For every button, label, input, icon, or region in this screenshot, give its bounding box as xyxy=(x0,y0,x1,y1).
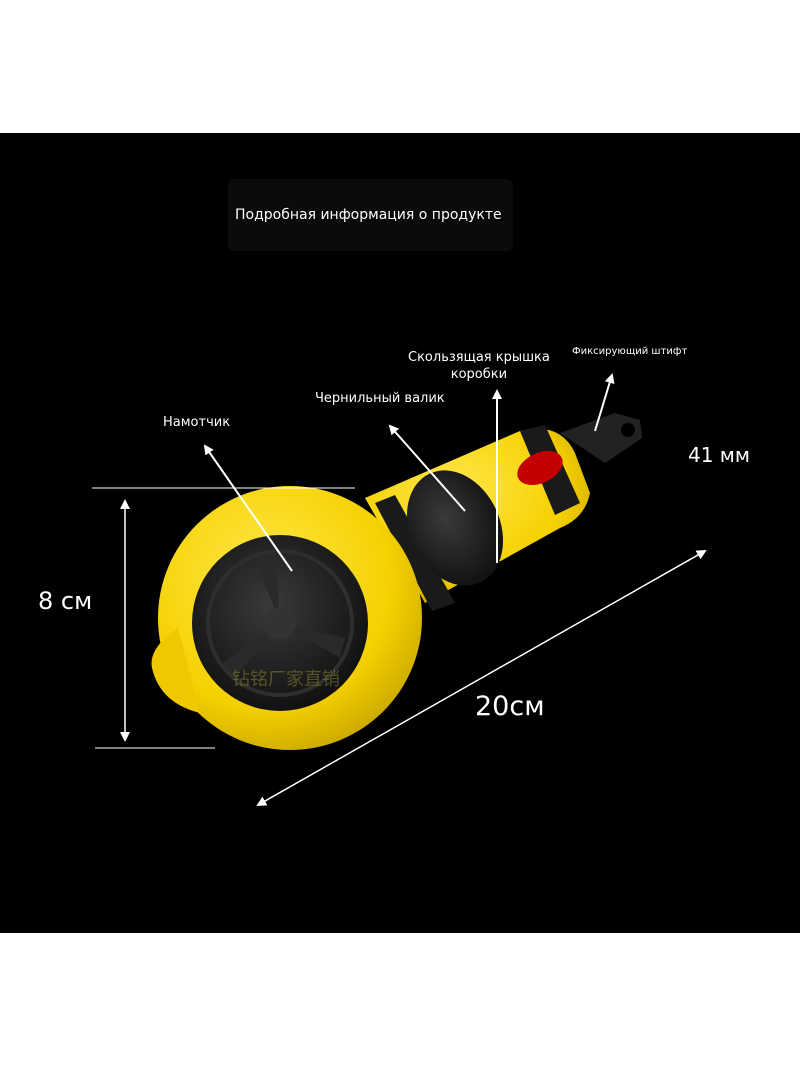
label-sliding-cover-line1: Скользящая крышка xyxy=(408,350,550,365)
product-photo-panel: 钻铭厂家直销 Подробная информация о продукте Н… xyxy=(0,133,800,933)
label-ink-roller: Чернильный валик xyxy=(315,391,445,406)
watermark: 钻铭厂家直销 xyxy=(232,669,340,690)
label-sliding-cover-line2: коробки xyxy=(450,367,508,382)
length-dimension xyxy=(256,550,707,806)
fixing-pin-pointer xyxy=(594,373,615,432)
label-width: 41 мм xyxy=(688,443,750,467)
ink-roller xyxy=(406,470,504,586)
chalk-line-illustration xyxy=(92,373,707,806)
header-shadow-block xyxy=(228,179,513,251)
crank-handle xyxy=(151,628,200,713)
chalk-line-tool xyxy=(151,413,642,750)
winder-pointer xyxy=(203,444,293,572)
page-title: Подробная информация о продукте xyxy=(235,207,502,223)
label-length: 20см xyxy=(475,691,545,722)
hook-tip xyxy=(560,413,642,463)
label-fixing-pin: Фиксирующий штифт xyxy=(572,346,688,357)
label-height: 8 см xyxy=(38,587,93,615)
height-dimension xyxy=(92,487,355,749)
label-winder: Намотчик xyxy=(163,415,231,430)
ink-roller-pointer xyxy=(388,424,466,512)
label-sliding-cover: Скользящая крышка коробки xyxy=(408,349,550,383)
